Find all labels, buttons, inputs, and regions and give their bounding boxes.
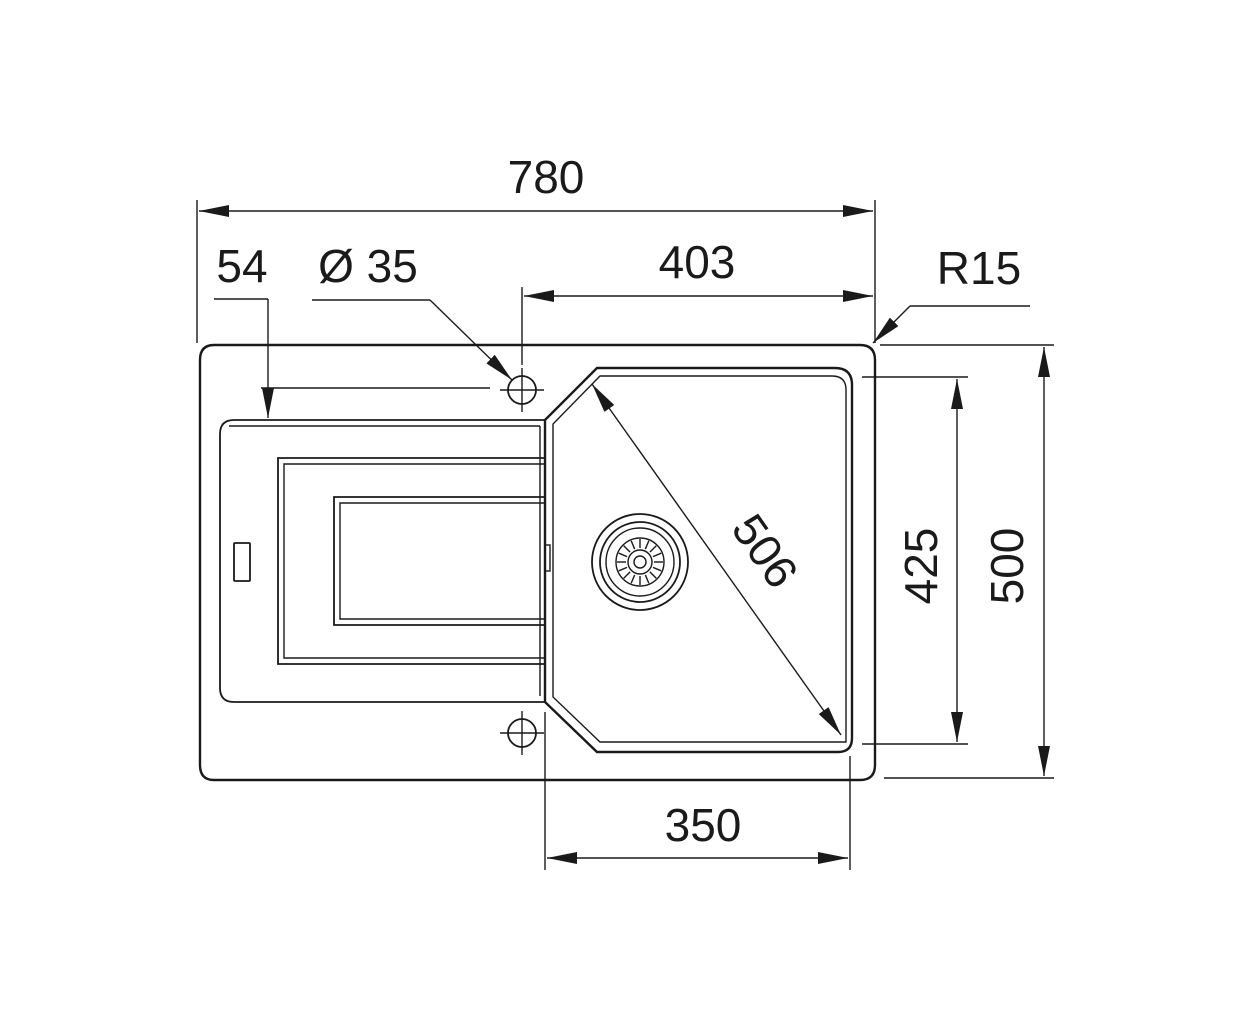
strainer-spoke: [652, 552, 662, 558]
dim-label-350: 350: [665, 799, 742, 851]
strainer-spoke: [644, 574, 650, 584]
bowl-outline: [543, 366, 854, 754]
dim-label-403: 403: [659, 236, 736, 288]
strainer-spoke: [644, 540, 650, 550]
dim-label-r15: R15: [937, 242, 1021, 294]
strainer-spoke: [649, 571, 657, 579]
drainer-inner-edge: [229, 425, 541, 696]
dimension-line-506: [591, 383, 842, 736]
drainer-groove-inner-inner: [339, 502, 545, 620]
bowl-inner-rim: [552, 375, 847, 743]
leader-r15-diagonal: [872, 305, 911, 344]
dim-label-54: 54: [216, 240, 267, 292]
overflow-slot: [233, 542, 251, 582]
drainer-groove-outer: [277, 457, 545, 665]
dim-label-d35: Ø 35: [318, 240, 418, 292]
strainer-spoke: [618, 552, 628, 558]
drainer-groove-outer-inner: [283, 463, 545, 659]
drainer-outer: [219, 419, 546, 703]
leader-d35-diagonal: [429, 299, 513, 381]
strainer-spoke: [618, 566, 628, 572]
strainer-spoke: [630, 540, 636, 550]
dim-label-500: 500: [981, 528, 1033, 605]
strainer-spoke: [649, 545, 657, 553]
dim-label-780: 780: [508, 151, 585, 203]
strainer-spoke: [623, 571, 631, 579]
tap-hole-top-icon: [500, 368, 544, 412]
sink-outline: [198, 343, 877, 782]
strainer-spoke: [623, 545, 631, 553]
tap-hole-bottom-icon: [500, 711, 544, 755]
strainer-spoke: [630, 574, 636, 584]
drain-strainer-icon: [591, 513, 689, 611]
dim-label-425: 425: [895, 528, 947, 605]
drainer-groove-inner: [333, 496, 545, 626]
dim-label-506: 506: [722, 504, 809, 597]
strainer-spoke: [652, 566, 662, 572]
